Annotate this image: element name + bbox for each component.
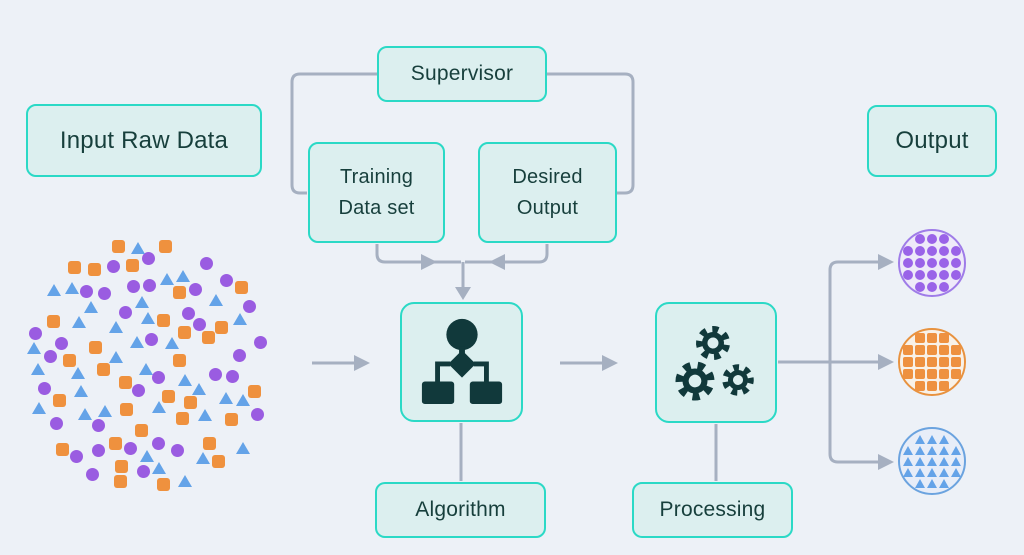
input-raw-data-node: Input Raw Data — [26, 104, 262, 177]
processing-label: Processing — [659, 498, 766, 521]
algorithm-label: Algorithm — [415, 498, 506, 521]
input-raw-data-label: Input Raw Data — [59, 126, 229, 154]
supervisor-node: Supervisor — [377, 46, 547, 102]
processing-icon-box — [655, 302, 777, 423]
arrowhead-icon — [878, 254, 894, 270]
desired-label-line1: Desired — [512, 165, 583, 188]
arrowhead-icon — [489, 254, 505, 270]
arrowhead-icon — [878, 354, 894, 370]
desired-label-line2: Output — [516, 196, 579, 219]
supervisor-label: Supervisor — [410, 62, 514, 85]
arrowhead-icon — [455, 287, 471, 300]
output-label: Output — [895, 127, 969, 154]
gears-icon — [655, 300, 777, 426]
training-label-line2: Data set — [338, 196, 415, 219]
algorithm-icon-box — [400, 302, 523, 422]
arrowhead-icon — [602, 355, 618, 371]
algorithm-node: Algorithm — [375, 482, 546, 538]
processing-node: Processing — [632, 482, 793, 538]
arrowhead-icon — [354, 355, 370, 371]
arrowhead-icon — [878, 454, 894, 470]
output-node: Output — [867, 105, 997, 177]
training-data-set-node: Training Data set — [308, 142, 445, 243]
flowchart-icon — [418, 313, 506, 412]
desired-output-node: Desired Output — [478, 142, 617, 243]
arrowhead-icon — [421, 254, 437, 270]
training-label-line1: Training — [339, 165, 414, 188]
